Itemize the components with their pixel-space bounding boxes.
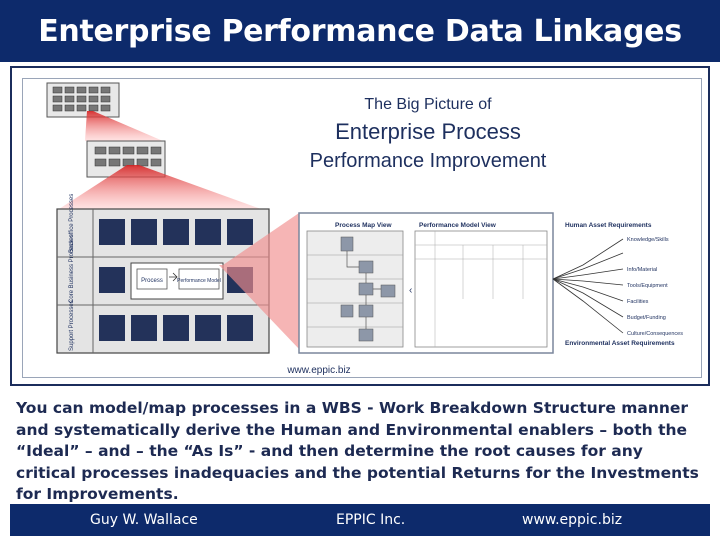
- row-label-support: Support Processes: [69, 300, 75, 351]
- requirement-item: Facilities: [627, 299, 649, 305]
- slide-title: Enterprise Performance Data Linkages: [0, 0, 720, 62]
- human-asset-requirements-label: Human Asset Requirements: [565, 222, 652, 229]
- big-picture-diagram: The Big Picture of Enterprise Process Pe…: [46, 82, 683, 376]
- footer-author: Guy W. Wallace: [90, 512, 198, 528]
- row-label-back-office: Back-office Processes: [69, 194, 75, 253]
- requirement-item: Culture/Consequences: [627, 331, 683, 337]
- requirement-item: Budget/Funding: [627, 315, 666, 321]
- enterprise-process-grid: Process Performance Model: [56, 208, 270, 354]
- row-label-core: Core Business Processes: [69, 234, 75, 303]
- diagram-heading-line2: Enterprise Process: [335, 119, 521, 144]
- zoom-wedge-1: [85, 111, 163, 141]
- environmental-asset-requirements-label: Environmental Asset Requirements: [565, 340, 675, 347]
- diagram-heading-line3: Performance Improvement: [310, 150, 547, 172]
- slide-caption: You can model/map processes in a WBS - W…: [16, 399, 699, 503]
- footer-bar: Guy W. Wallace EPPIC Inc. www.eppic.biz: [10, 504, 710, 536]
- diagram-url: www.eppic.biz: [286, 365, 350, 376]
- diagram-frame: The Big Picture of Enterprise Process Pe…: [10, 66, 710, 386]
- requirement-item: Knowledge/Skills: [627, 237, 669, 243]
- diagram-panel: The Big Picture of Enterprise Process Pe…: [22, 78, 702, 378]
- performance-model-view-label: Performance Model View: [419, 222, 497, 229]
- process-box-label: Process: [141, 278, 163, 284]
- requirement-item: Info/Material: [627, 267, 657, 273]
- footer-company: EPPIC Inc.: [336, 512, 406, 528]
- requirement-item: Tools/Equipment: [627, 283, 668, 289]
- zoom-wedge-2: [59, 165, 261, 209]
- requirement-fan-lines: [552, 238, 624, 334]
- zoom-wedge-3: [219, 213, 299, 349]
- top-level-grid: [46, 82, 120, 118]
- footer-website[interactable]: www.eppic.biz: [522, 512, 623, 528]
- diagram-heading-line1: The Big Picture of: [364, 96, 492, 113]
- performance-box-label: Performance Model: [177, 278, 221, 284]
- process-detail-panel: Process Map View Performance Model View …: [298, 212, 554, 354]
- process-map-view-label: Process Map View: [335, 222, 393, 229]
- arrow-glyph: ‹: [409, 285, 412, 296]
